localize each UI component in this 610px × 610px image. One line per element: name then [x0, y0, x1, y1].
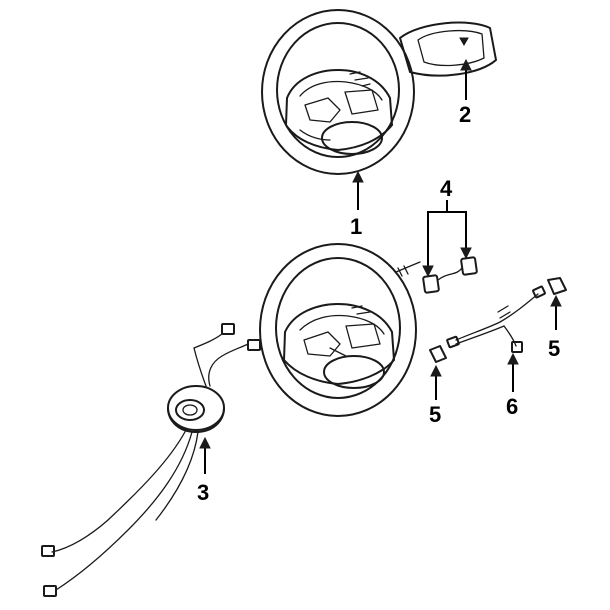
leader-lines [199, 58, 562, 474]
steering-wheel-lower [259, 243, 417, 417]
switch-left [429, 345, 447, 363]
switch-right [547, 277, 567, 295]
callout-labels: 1 2 4 3 5 5 6 [197, 102, 560, 505]
callout-6: 6 [506, 394, 518, 419]
clock-spring-coil [41, 323, 261, 597]
steering-wheel-upper [261, 9, 415, 175]
callout-3: 3 [197, 480, 209, 505]
callout-4: 4 [440, 176, 453, 201]
wiring-harness [446, 285, 546, 353]
callout-1: 1 [350, 214, 362, 239]
cruise-control-switches [395, 256, 478, 294]
horn-pad-cover [399, 21, 497, 77]
callout-5-left: 5 [429, 402, 441, 427]
callout-2: 2 [459, 102, 471, 127]
callout-5-right: 5 [548, 336, 560, 361]
